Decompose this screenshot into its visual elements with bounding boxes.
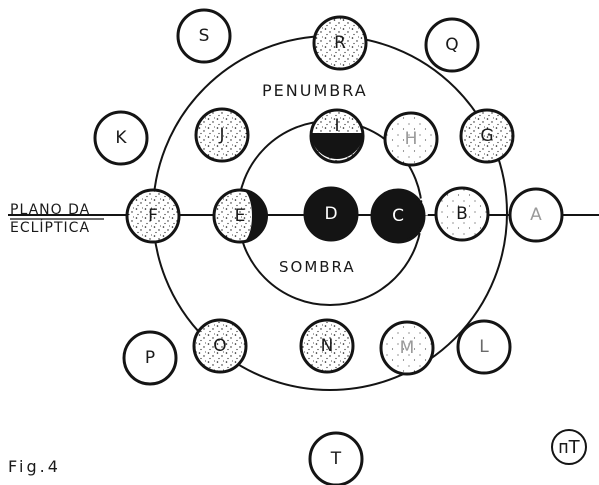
- author-monogram: ᴨT: [551, 429, 587, 465]
- moon-markers: S R Q K J I H G F E D C B A P O N M L T: [93, 8, 564, 485]
- moon-q-label: Q: [445, 35, 458, 55]
- moon-m: M: [379, 320, 435, 376]
- moon-n: N: [299, 318, 355, 374]
- moon-r: R: [312, 15, 368, 71]
- moon-a-label: A: [530, 205, 542, 225]
- moon-i: I: [309, 108, 365, 164]
- moon-b: B: [434, 186, 490, 242]
- moon-n-label: N: [321, 336, 334, 356]
- moon-t: T: [308, 431, 364, 485]
- moon-d: D: [303, 186, 359, 242]
- sombra-label: SOMBRA: [279, 258, 356, 276]
- moon-k-label: K: [115, 128, 127, 148]
- moon-o: O: [192, 318, 248, 374]
- moon-g-label: G: [480, 126, 493, 146]
- moon-f-label: F: [148, 206, 158, 226]
- moon-p: P: [122, 330, 178, 386]
- moon-q: Q: [424, 17, 480, 73]
- moon-e: E: [212, 188, 268, 244]
- moon-r-label: R: [334, 33, 346, 53]
- moon-t-label: T: [330, 449, 342, 469]
- penumbra-label: PENUMBRA: [262, 81, 368, 100]
- ecliptic-plane-label-line1: PLANO DA: [10, 202, 90, 218]
- author-monogram-text: ᴨT: [558, 437, 580, 458]
- moon-i-label: I: [334, 116, 339, 136]
- moon-k: K: [93, 110, 149, 166]
- moon-a: A: [508, 187, 564, 243]
- figure-caption: Fig.4: [8, 457, 61, 476]
- moon-j-label: J: [218, 125, 224, 145]
- moon-d-label: D: [324, 204, 337, 224]
- moon-e-label: E: [235, 206, 246, 226]
- moon-s-label: S: [199, 26, 210, 46]
- moon-c-label: C: [392, 206, 404, 226]
- moon-g: G: [459, 108, 515, 164]
- moon-h: H: [383, 111, 439, 167]
- moon-f: F: [125, 188, 181, 244]
- moon-h-label: H: [405, 129, 418, 149]
- moon-c: C: [370, 188, 428, 244]
- moon-m-label: M: [400, 338, 415, 358]
- moon-j: J: [194, 107, 250, 163]
- moon-b-label: B: [456, 204, 468, 224]
- ecliptic-plane-label-line2: ECLÍPTICA: [10, 219, 90, 236]
- moon-l: L: [456, 319, 512, 375]
- moon-s: S: [176, 8, 232, 64]
- moon-o-label: O: [213, 336, 226, 356]
- moon-p-label: P: [145, 348, 155, 368]
- moon-l-label: L: [479, 337, 489, 357]
